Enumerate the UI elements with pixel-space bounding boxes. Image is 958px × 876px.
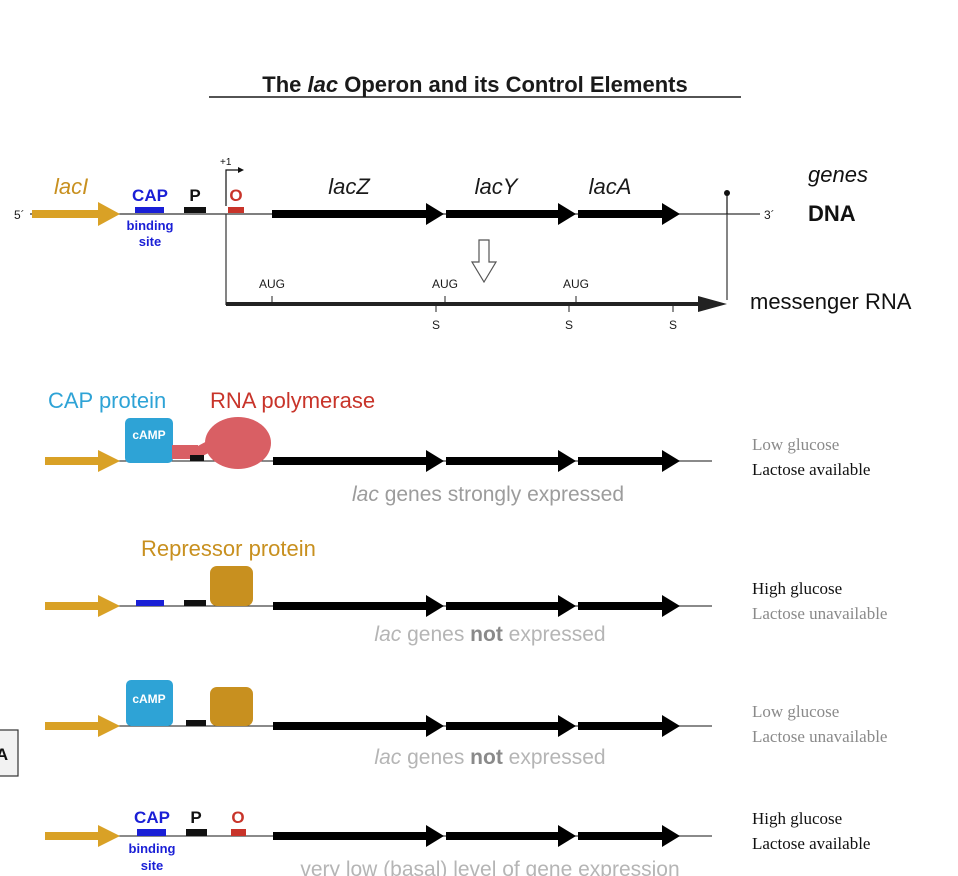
camp-label: cAMP bbox=[132, 692, 165, 706]
laci-gene-arrow bbox=[45, 595, 120, 617]
transcription-down-arrow bbox=[470, 239, 498, 284]
condition-line-2: Lactose available bbox=[752, 834, 870, 853]
repressor-protein-block bbox=[210, 566, 253, 606]
site-label: site bbox=[139, 234, 161, 249]
cap-binding-site bbox=[135, 207, 164, 213]
transcription-start-arrow bbox=[225, 169, 238, 206]
cap-binding-site bbox=[137, 829, 166, 836]
laca-gene-arrow bbox=[578, 825, 680, 847]
stop-label-3: S bbox=[669, 318, 677, 332]
condition-line-1: Low glucose bbox=[752, 702, 839, 721]
lacy-gene-arrow bbox=[446, 825, 576, 847]
state-low-glucose-lactose-unavailable: cAMP lac genes not expressed Low glucose… bbox=[45, 680, 887, 769]
state-low-glucose-lactose-available: CAP protein RNA polymerase cAMP lac gene… bbox=[45, 388, 870, 506]
lacz-gene-arrow bbox=[272, 203, 444, 225]
rna-polymerase-label: RNA polymerase bbox=[210, 388, 375, 413]
genes-label: genes bbox=[808, 162, 868, 187]
expression-text: very low (basal) level of gene expressio… bbox=[300, 858, 679, 876]
camp-label: cAMP bbox=[132, 428, 165, 442]
laci-gene-arrow bbox=[45, 450, 120, 472]
lacz-gene-arrow bbox=[273, 595, 444, 617]
repressor-protein-label: Repressor protein bbox=[141, 536, 316, 561]
side-tab-label: A bbox=[0, 745, 8, 764]
expression-text: lac genes not expressed bbox=[374, 623, 605, 646]
mrna-label: messenger RNA bbox=[750, 289, 912, 314]
binding-label: binding bbox=[129, 841, 176, 856]
lacz-gene-arrow bbox=[273, 450, 444, 472]
laci-gene-arrow bbox=[45, 715, 120, 737]
lacy-gene-arrow bbox=[446, 715, 576, 737]
aug-label-1: AUG bbox=[259, 277, 285, 291]
promoter-label: P bbox=[189, 186, 200, 205]
condition-line-1: High glucose bbox=[752, 809, 842, 828]
operator-label: O bbox=[229, 186, 242, 205]
condition-line-2: Lactose unavailable bbox=[752, 727, 887, 746]
three-prime-label: 3´ bbox=[764, 208, 775, 222]
lacz-gene-arrow bbox=[273, 715, 444, 737]
laca-gene-arrow bbox=[578, 715, 680, 737]
site-label: site bbox=[141, 858, 163, 873]
operator-label: O bbox=[231, 808, 244, 827]
operator bbox=[231, 829, 246, 836]
cap-binding-site bbox=[136, 600, 164, 606]
state-high-glucose-lactose-unavailable: Repressor protein lac genes not expresse… bbox=[45, 536, 887, 646]
laca-label: lacA bbox=[589, 174, 632, 199]
condition-line-1: Low glucose bbox=[752, 435, 839, 454]
mrna-map: AUG AUG AUG S S S messenger RNA bbox=[225, 214, 912, 332]
stop-label-1: S bbox=[432, 318, 440, 332]
side-tab-box bbox=[0, 729, 19, 777]
condition-line-1: High glucose bbox=[752, 579, 842, 598]
mrna-arrowhead bbox=[698, 296, 727, 312]
plus-one-label: +1 bbox=[220, 157, 232, 168]
diagram-title: The lac Operon and its Control Elements bbox=[262, 72, 687, 97]
lacy-label: lacY bbox=[475, 174, 519, 199]
laci-gene-arrow bbox=[45, 825, 120, 847]
promoter bbox=[184, 600, 206, 606]
dna-map: 5´ 3´ lacI CAP binding site P O +1 lacZ … bbox=[14, 157, 868, 284]
expression-text: lac genes not expressed bbox=[374, 746, 605, 769]
cap-protein-block bbox=[125, 418, 173, 463]
aug-label-2: AUG bbox=[432, 277, 458, 291]
laci-label: lacI bbox=[54, 174, 88, 199]
promoter bbox=[190, 455, 204, 461]
binding-label: binding bbox=[127, 218, 174, 233]
promoter bbox=[186, 829, 207, 836]
laci-gene-arrow bbox=[32, 202, 120, 226]
cap-protein-block bbox=[126, 680, 173, 726]
lacz-gene-arrow bbox=[273, 825, 444, 847]
condition-line-2: Lactose unavailable bbox=[752, 604, 887, 623]
lacy-gene-arrow bbox=[446, 595, 576, 617]
repressor-protein-block bbox=[210, 687, 253, 726]
state-high-glucose-lactose-available: CAP binding site P O very low (basal) le… bbox=[45, 808, 870, 876]
expression-text: lac genes strongly expressed bbox=[352, 483, 624, 506]
cap-site-label: CAP bbox=[134, 808, 170, 827]
operator bbox=[228, 207, 244, 213]
terminator-dot bbox=[724, 190, 730, 196]
lacy-gene-arrow bbox=[446, 450, 576, 472]
five-prime-label: 5´ bbox=[14, 208, 25, 222]
lacz-label: lacZ bbox=[328, 174, 371, 199]
transcription-start-arrowhead bbox=[238, 167, 244, 173]
cap-site-label: CAP bbox=[132, 186, 168, 205]
cap-protein-label: CAP protein bbox=[48, 388, 166, 413]
condition-line-2: Lactose available bbox=[752, 460, 870, 479]
side-tab[interactable]: A bbox=[0, 729, 19, 777]
aug-label-3: AUG bbox=[563, 277, 589, 291]
promoter-label: P bbox=[190, 808, 201, 827]
dna-label: DNA bbox=[808, 201, 856, 226]
promoter bbox=[186, 720, 206, 726]
lacy-gene-arrow bbox=[446, 203, 576, 225]
laca-gene-arrow bbox=[578, 450, 680, 472]
promoter bbox=[184, 207, 206, 213]
laca-gene-arrow bbox=[578, 203, 680, 225]
rna-polymerase-body bbox=[205, 417, 271, 469]
laca-gene-arrow bbox=[578, 595, 680, 617]
stop-label-2: S bbox=[565, 318, 573, 332]
